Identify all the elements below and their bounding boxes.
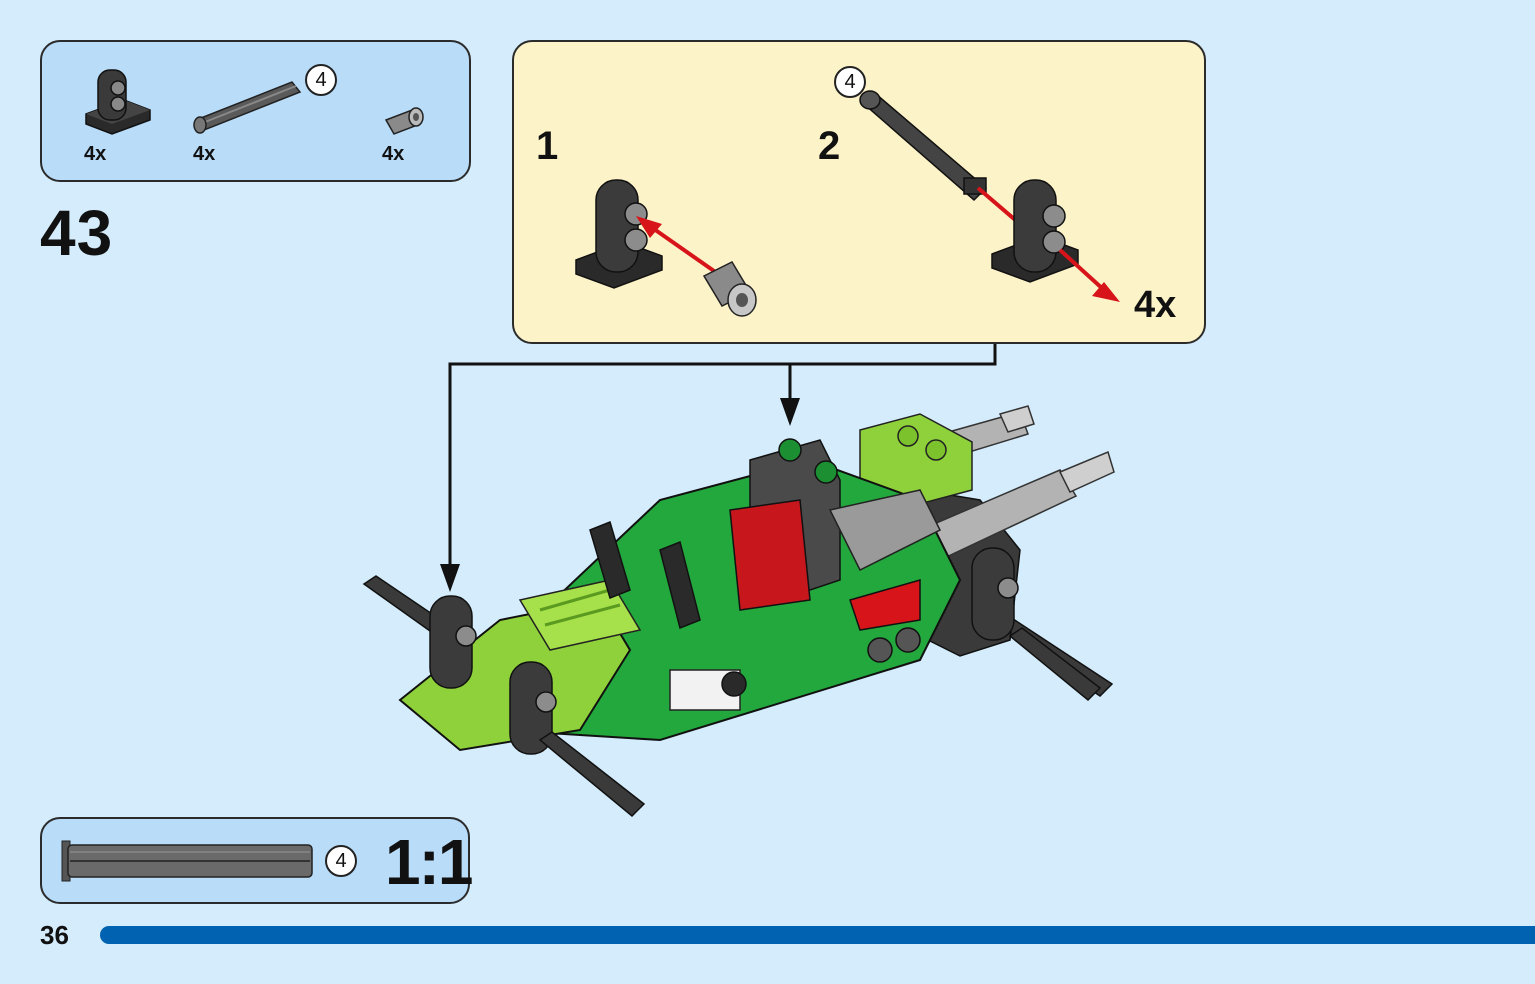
substep-2-assembly-illustration (859, 90, 1120, 302)
scale-ratio: 1:1 (385, 826, 473, 898)
part-quantity-connector: 4x (84, 143, 107, 165)
part-quantity-axle: 4x (193, 143, 216, 165)
placement-arrows (440, 344, 997, 592)
axle-length-badge: 4 (305, 64, 337, 96)
footer-bar (100, 926, 1535, 944)
scale-axle-length-badge: 4 (325, 845, 357, 877)
technic-axle-icon (193, 81, 302, 134)
substep-1-assembly-illustration (575, 179, 757, 317)
axle-actual-size-icon (61, 840, 313, 882)
vehicle-model-illustration (362, 405, 1115, 818)
substep-axle-length-badge: 4 (834, 66, 866, 98)
technic-bush-pin-icon (384, 107, 424, 135)
part-quantity-bush: 4x (382, 143, 405, 165)
technic-pin-connector-block-icon (85, 69, 151, 135)
page-number: 36 (40, 920, 69, 950)
substep-number-1: 1 (536, 124, 559, 168)
step-multiplier: 4x (1134, 284, 1177, 326)
substep-number-2: 2 (818, 124, 841, 168)
step-number: 43 (40, 197, 114, 269)
